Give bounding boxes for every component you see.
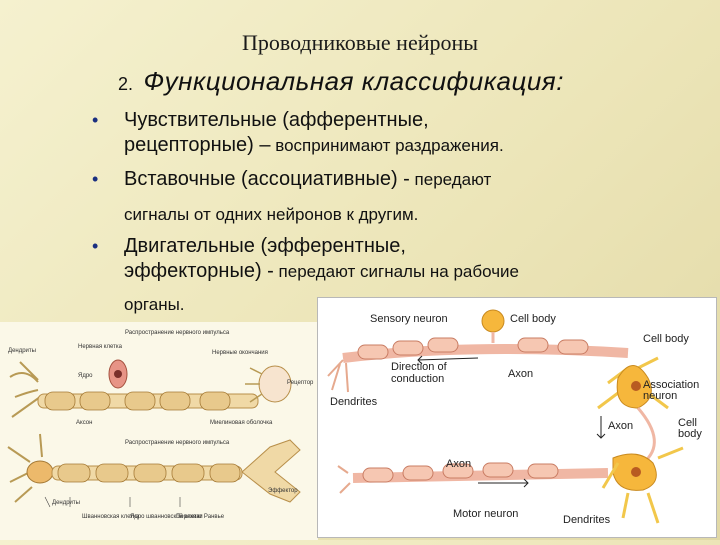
neuron-diagram-en-svg: Sensory neuron Cell body Cell body Direc… xyxy=(318,298,716,537)
association-neuron-drawing xyxy=(598,358,668,463)
label-axon-mid: Axon xyxy=(608,420,633,432)
bullet-dot: • xyxy=(92,234,98,259)
label-nucleus: Ядро xyxy=(78,373,93,379)
label-dendrites-bottom: Dendrites xyxy=(563,514,611,526)
bullet-lead: Чувствительные (афферентные, xyxy=(124,108,504,133)
bullet-lead-2: рецепторные) – xyxy=(124,134,271,156)
label-dendrites-left: Dendrites xyxy=(330,396,378,408)
label-cell-body: Cell body xyxy=(643,333,689,345)
label-impulse-2: Распространение нервного импульса xyxy=(125,440,230,446)
bullet-tail: передают сигналы на рабочие xyxy=(274,262,519,281)
label-nerve-cell: Нервная клетка xyxy=(78,344,123,350)
label-direction: Direction of xyxy=(391,361,448,373)
bullet-dot: • xyxy=(92,167,98,192)
label-conduction: conduction xyxy=(391,373,444,385)
label-dendrites-2: Дендриты xyxy=(52,500,80,506)
label-axon: Аксон xyxy=(76,420,92,426)
label-axon-top: Axon xyxy=(508,368,533,380)
label-neuron: neuron xyxy=(643,390,677,402)
label-receptor: Рецептор xyxy=(287,380,314,386)
label-sensory-neuron: Sensory neuron xyxy=(370,313,448,325)
bullet-tail: передают xyxy=(410,170,491,189)
label-cell-body-top: Cell body xyxy=(510,313,556,325)
label-motor-neuron: Motor neuron xyxy=(453,508,518,520)
label-myelin: Миелиновая оболочка xyxy=(210,420,273,426)
label-axon-bottom: Axon xyxy=(446,458,471,470)
bullet-dot: • xyxy=(92,108,98,133)
label-nerve-endings: Нервные окончания xyxy=(212,350,268,356)
sensory-neuron-drawing xyxy=(10,360,291,417)
bullet-tail-2: сигналы от одних нейронов к другим. xyxy=(124,202,491,227)
bullet-lead: Вставочные (ассоциативные) - xyxy=(124,168,410,190)
neuron-diagram-en: Sensory neuron Cell body Cell body Direc… xyxy=(317,297,717,538)
subtitle-number: 2. xyxy=(118,74,133,94)
slide-title: Проводниковые нейроны xyxy=(0,30,720,56)
label-body: body xyxy=(678,428,702,440)
neuron-diagram-ru: Дендриты Нервная клетка Распространение … xyxy=(0,322,318,540)
subtitle: 2. Функциональная классификация: xyxy=(118,66,564,97)
down-arrow xyxy=(597,416,605,438)
label-impulse: Распространение нервного импульса xyxy=(125,330,230,336)
subtitle-text: Функциональная классификация: xyxy=(143,66,563,96)
bullet-lead-2: эффекторные) - xyxy=(124,260,274,282)
neuron-diagram-ru-svg: Дендриты Нервная клетка Распространение … xyxy=(0,322,318,540)
label-effector: Эффектор xyxy=(268,488,298,494)
bullet-tail: воспринимают раздражения. xyxy=(271,136,504,155)
label-dendrites: Дендриты xyxy=(8,348,36,354)
bullet-lead: Двигательные (эфферентные, xyxy=(124,234,519,259)
label-node: Перехват Ранвье xyxy=(176,514,225,520)
